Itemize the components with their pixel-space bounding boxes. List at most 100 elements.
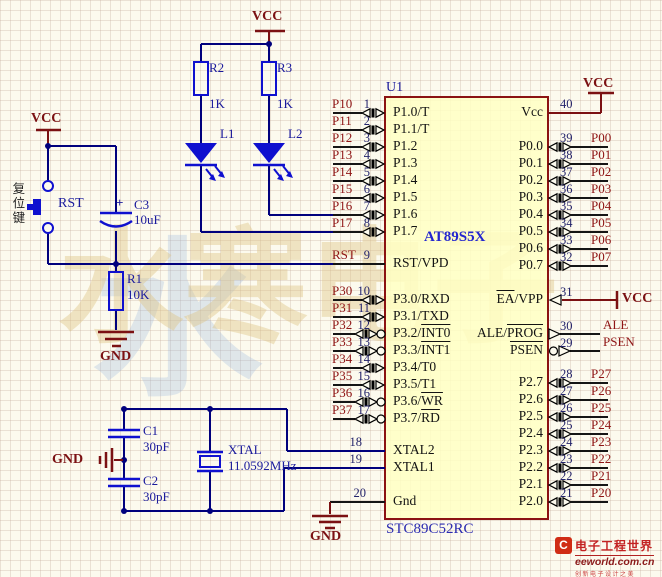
chip-body — [384, 96, 549, 520]
reset-circuit-wires — [36, 128, 385, 330]
resistor-r3 — [261, 61, 277, 96]
port-arrow-icon — [547, 496, 558, 508]
port-arrow-icon — [558, 261, 562, 271]
port-arrow-icon — [558, 480, 562, 490]
port-arrow-icon — [364, 397, 368, 407]
port-arrow-icon — [360, 209, 371, 221]
port-arrow-icon — [375, 226, 386, 238]
port-arrow-icon — [558, 176, 562, 186]
eeworld-logo-icon: C — [555, 537, 572, 554]
port-arrow-icon — [375, 209, 386, 221]
port-arrow-icon — [547, 394, 558, 406]
port-arrow-icon — [558, 497, 562, 507]
port-arrow-icon — [353, 345, 364, 357]
port-arrow-icon — [558, 244, 562, 254]
port-arrow-icon — [547, 445, 558, 457]
port-arrow-icon — [360, 379, 371, 391]
active-low-bubble-icon — [376, 329, 386, 339]
port-arrow-icon — [360, 311, 371, 323]
port-arrow-icon — [558, 378, 562, 388]
port-arrow-icon — [562, 479, 573, 491]
port-arrow-icon — [562, 141, 573, 153]
port-arrow-icon — [368, 413, 379, 425]
port-arrow-icon — [562, 445, 573, 457]
capacitor-c1 — [108, 428, 140, 439]
port-arrow-icon — [547, 428, 558, 440]
port-arrow-icon — [562, 158, 573, 170]
port-arrow-icon — [360, 141, 371, 153]
port-arrow-icon — [547, 462, 558, 474]
port-arrow-icon — [371, 363, 375, 373]
port-arrow-icon — [547, 260, 558, 272]
port-arrow-icon — [371, 159, 375, 169]
resistor-r1 — [108, 271, 124, 311]
port-arrow-icon — [360, 226, 371, 238]
port-arrow-icon — [562, 226, 573, 238]
eeworld-logo-title: 电子工程世界 — [575, 537, 655, 556]
eeworld-logo-slogan: 创新电子设计之美 — [575, 572, 636, 577]
port-arrow-icon — [375, 294, 386, 306]
led-circuit-wires — [200, 29, 362, 233]
port-arrow-icon — [375, 141, 386, 153]
port-arrow-icon — [562, 243, 573, 255]
port-arrow-icon — [375, 311, 386, 323]
eeworld-logo-domain: eeworld.com.cn — [575, 556, 655, 568]
port-arrow-icon — [547, 175, 558, 187]
port-arrow-icon — [547, 141, 558, 153]
capacitor-c3 — [99, 211, 133, 228]
port-arrow-icon — [371, 125, 375, 135]
resistor-r2 — [193, 61, 209, 96]
port-arrow-icon — [558, 159, 562, 169]
port-arrow-icon — [375, 158, 386, 170]
port-arrow-icon — [353, 396, 364, 408]
port-arrow-icon — [368, 396, 379, 408]
port-arrow-icon — [375, 192, 386, 204]
eeworld-logo: C 电子工程世界 eeworld.com.cn 创新电子设计之美 — [555, 537, 655, 577]
port-arrow-icon — [547, 243, 558, 255]
port-arrow-icon — [360, 107, 371, 119]
port-arrow-icon — [375, 379, 386, 391]
port-arrow-icon — [562, 428, 573, 440]
led-l1 — [185, 143, 225, 181]
port-arrow-icon — [375, 362, 386, 374]
port-arrow-icon — [547, 226, 558, 238]
port-arrow-icon — [371, 380, 375, 390]
port-arrow-icon — [562, 411, 573, 423]
port-arrow-icon — [360, 362, 371, 374]
port-arrow-icon — [562, 394, 573, 406]
port-arrow-icon — [360, 158, 371, 170]
port-arrow-icon — [547, 479, 558, 491]
vcc-ea-wires — [562, 291, 619, 309]
led-l2 — [253, 143, 293, 181]
port-arrow-icon — [558, 193, 562, 203]
port-arrow-icon — [371, 142, 375, 152]
psen-pin — [548, 345, 600, 357]
port-arrow-icon — [562, 175, 573, 187]
port-arrow-icon — [558, 463, 562, 473]
port-arrow-icon — [360, 124, 371, 136]
port-arrow-icon — [562, 260, 573, 272]
port-arrow-icon — [547, 158, 558, 170]
port-arrow-icon — [558, 142, 562, 152]
port-arrow-icon — [375, 124, 386, 136]
port-arrow-icon — [371, 295, 375, 305]
port-arrow-icon — [562, 377, 573, 389]
port-arrow-icon — [562, 209, 573, 221]
ale-pin — [548, 328, 600, 340]
port-arrow-icon — [360, 294, 371, 306]
port-arrow-icon — [375, 107, 386, 119]
port-arrow-icon — [371, 210, 375, 220]
port-arrow-icon — [558, 446, 562, 456]
port-arrow-icon — [371, 193, 375, 203]
port-arrow-icon — [364, 329, 368, 339]
port-arrow-icon — [547, 192, 558, 204]
port-arrow-icon — [368, 345, 379, 357]
ground-symbol-oscillator — [98, 448, 123, 472]
port-arrow-icon — [364, 346, 368, 356]
port-arrow-icon — [360, 175, 371, 187]
port-arrow-icon — [558, 429, 562, 439]
ea-pin-arrow — [548, 294, 562, 306]
port-arrow-icon — [562, 192, 573, 204]
